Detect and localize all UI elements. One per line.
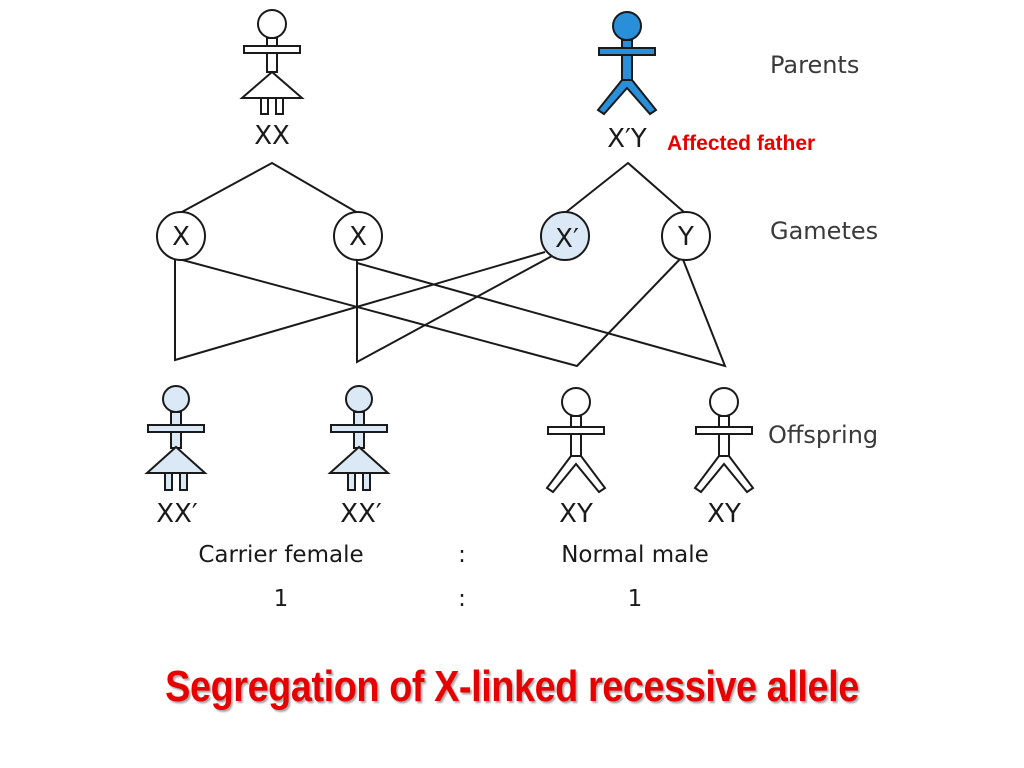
ratio-separator-bottom: : bbox=[458, 586, 466, 612]
offspring-3-male-icon bbox=[545, 387, 607, 494]
offspring-1-genotype: XX′ bbox=[156, 499, 198, 529]
row-label-parents: Parents bbox=[770, 51, 859, 79]
gamete-3-label: X′ bbox=[555, 224, 579, 254]
gamete-2-label: X bbox=[349, 222, 367, 252]
offspring4-cross-lines bbox=[356, 256, 727, 368]
connector-lines bbox=[174, 161, 727, 368]
father-figure-icon bbox=[596, 11, 658, 116]
offspring-2-female-icon bbox=[327, 385, 391, 491]
father-genotype: X′Y bbox=[607, 124, 647, 154]
gamete-4-circle bbox=[661, 211, 711, 261]
offspring-2-genotype: XX′ bbox=[340, 499, 382, 529]
ratio-separator-top: : bbox=[458, 542, 466, 568]
gamete-2-circle bbox=[333, 211, 383, 261]
father-gamete-lines bbox=[564, 161, 686, 214]
ratio-right-label: Normal male bbox=[561, 542, 709, 568]
gamete-1-label: X bbox=[172, 222, 190, 252]
offspring-4-male-icon bbox=[693, 387, 755, 494]
mother-figure-icon bbox=[239, 9, 305, 115]
affected-father-note: Affected father bbox=[667, 132, 815, 155]
offspring1-cross-lines bbox=[174, 251, 546, 362]
row-label-gametes: Gametes bbox=[770, 217, 878, 245]
offspring2-cross-lines bbox=[356, 255, 553, 364]
mother-genotype: XX bbox=[254, 121, 290, 151]
row-label-offspring: Offspring bbox=[768, 421, 878, 449]
offspring3-cross-lines bbox=[174, 256, 683, 368]
ratio-left-value: 1 bbox=[274, 586, 289, 612]
slide-title: Segregation of X-linked recessive allele bbox=[165, 662, 859, 711]
gamete-1-circle bbox=[156, 211, 206, 261]
offspring-4-genotype: XY bbox=[707, 499, 741, 529]
mother-gamete-lines bbox=[179, 161, 359, 214]
offspring-3-genotype: XY bbox=[559, 499, 593, 529]
gamete-4-label: Y bbox=[677, 222, 694, 252]
gamete-3-circle bbox=[540, 211, 590, 261]
ratio-left-label: Carrier female bbox=[198, 542, 363, 568]
offspring-1-female-icon bbox=[144, 385, 208, 491]
ratio-right-value: 1 bbox=[628, 586, 643, 612]
